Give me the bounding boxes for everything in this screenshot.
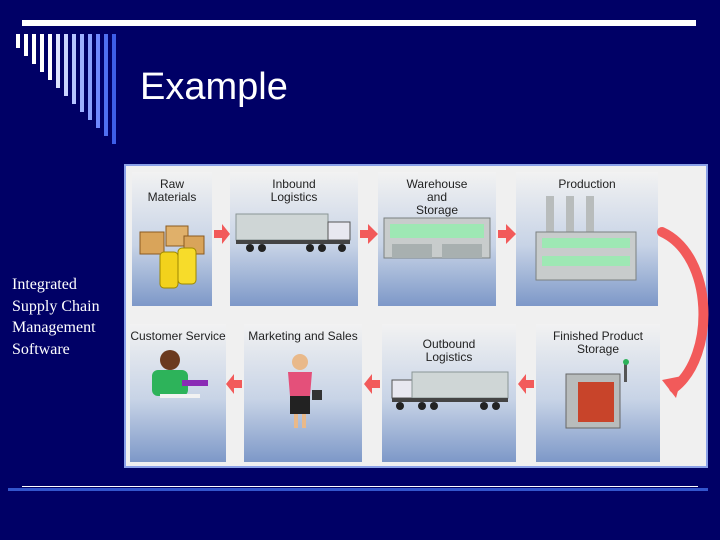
panel-label: Raw Materials bbox=[147, 177, 197, 204]
panel-raw-materials: Raw Materials bbox=[132, 172, 212, 306]
side-caption-line: Software bbox=[12, 340, 70, 358]
side-caption-line: Management bbox=[12, 319, 96, 336]
arrow-left-icon bbox=[518, 374, 534, 394]
truck-icon bbox=[391, 371, 509, 410]
curved-arrow-icon bbox=[657, 227, 709, 393]
panel-label: Marketing and Sales bbox=[248, 329, 358, 343]
slide-title: Example bbox=[140, 66, 288, 108]
panel-marketing-sales: Marketing and Sales bbox=[244, 324, 362, 462]
panel-outbound-logistics: Outbound Logistics bbox=[382, 324, 516, 462]
panel-label: Production bbox=[558, 177, 616, 191]
panel-label: Warehouse and Storage bbox=[406, 177, 468, 217]
storage-unit-icon bbox=[565, 359, 629, 429]
panel-label: Inbound Logistics bbox=[270, 177, 318, 204]
panel-customer-service: Customer Service bbox=[130, 324, 226, 462]
factory-icon bbox=[535, 196, 637, 281]
panel-inbound-logistics: Inbound Logistics bbox=[230, 172, 358, 306]
top-rule bbox=[22, 20, 696, 26]
side-caption-line: Integrated bbox=[12, 276, 77, 293]
panel-label: Outbound Logistics bbox=[422, 337, 476, 364]
customer-service-agent-icon bbox=[152, 350, 208, 398]
panel-warehouse-storage: Warehouse and Storage bbox=[378, 172, 496, 306]
arrow-left-icon bbox=[226, 374, 242, 394]
warehouse-icon bbox=[383, 217, 491, 259]
arrow-right-icon bbox=[360, 224, 378, 244]
side-caption: Integrated Supply Chain Management Softw… bbox=[12, 274, 122, 360]
panel-label: Finished Product Storage bbox=[552, 329, 644, 356]
panel-label: Customer Service bbox=[130, 329, 226, 343]
panel-finished-product-storage: Finished Product Storage bbox=[536, 324, 660, 462]
bottom-rule bbox=[22, 486, 698, 487]
crates-and-barrels-icon bbox=[139, 225, 205, 289]
flow-arrows bbox=[214, 224, 709, 398]
arrow-left-icon bbox=[364, 374, 380, 394]
bottom-rule-accent bbox=[8, 488, 708, 491]
arrow-right-icon bbox=[498, 224, 516, 244]
truck-icon bbox=[235, 213, 351, 252]
panel-production: Production bbox=[516, 172, 658, 306]
arrow-right-icon bbox=[214, 224, 230, 244]
side-caption-line: Supply Chain bbox=[12, 297, 100, 315]
salesperson-icon bbox=[288, 354, 322, 428]
supply-chain-diagram: Raw Materials Inbound Logistics War bbox=[124, 164, 709, 468]
